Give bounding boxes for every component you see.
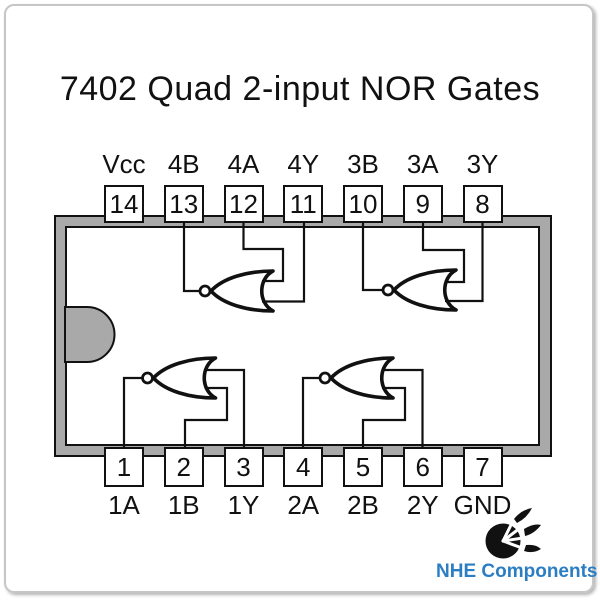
wire-pin12	[242, 222, 285, 283]
pin-box-12: 12	[223, 185, 264, 223]
pin-label-vcc: Vcc	[102, 149, 146, 179]
pin-label-2b: 2B	[347, 490, 379, 520]
pin-label-3b: 3B	[347, 149, 379, 179]
wire-pin1	[122, 376, 142, 449]
pin-label-2y: 2Y	[406, 490, 439, 520]
pin-box-4: 4	[283, 447, 324, 487]
pin-box-2: 2	[163, 447, 204, 487]
pin-label-gnd: GND	[453, 490, 512, 520]
pin-box-9: 9	[402, 185, 443, 223]
wire-pin5	[361, 386, 407, 449]
gate-wires	[122, 222, 484, 449]
pin-label-1a: 1A	[108, 490, 140, 520]
wire-pin11	[262, 222, 306, 303]
pin-box-7: 7	[462, 447, 503, 487]
brand-logo-text: NHE Components	[436, 561, 598, 582]
wire-pin4	[301, 376, 320, 449]
pin-box-5: 5	[343, 447, 383, 487]
pin-box-10: 10	[343, 185, 383, 223]
pin-label-4a: 4A	[227, 149, 260, 179]
wire-pin3	[204, 368, 246, 449]
pin-label-1b: 1B	[167, 490, 200, 520]
wire-pin10	[361, 222, 383, 292]
pin-box-13: 13	[163, 185, 204, 223]
pin-box-3: 3	[223, 447, 264, 487]
pin-label-3a: 3A	[406, 149, 439, 179]
pin-box-1: 1	[104, 447, 144, 487]
wire-pin2	[183, 386, 229, 449]
pin-box-8: 8	[462, 185, 503, 223]
pin-label-1y: 1Y	[227, 490, 260, 520]
pin-label-3y: 3Y	[466, 149, 499, 179]
pin-box-14: 14	[104, 185, 144, 223]
pin-box-6: 6	[402, 447, 443, 487]
chip-notch	[64, 306, 116, 363]
wire-pin8	[445, 222, 484, 303]
pin-label-2a: 2A	[287, 490, 320, 520]
wire-pin13	[182, 222, 200, 293]
chip-body-inner	[65, 226, 540, 446]
pin-box-11: 11	[283, 185, 324, 223]
pin-label-4b: 4B	[167, 149, 200, 179]
page-title: 7402 Quad 2-input NOR Gates	[59, 70, 541, 108]
wire-pin9	[421, 222, 466, 284]
nhe-logo-icon	[485, 508, 541, 559]
wire-pin6	[382, 368, 424, 449]
pin-label-4y: 4Y	[287, 149, 320, 179]
